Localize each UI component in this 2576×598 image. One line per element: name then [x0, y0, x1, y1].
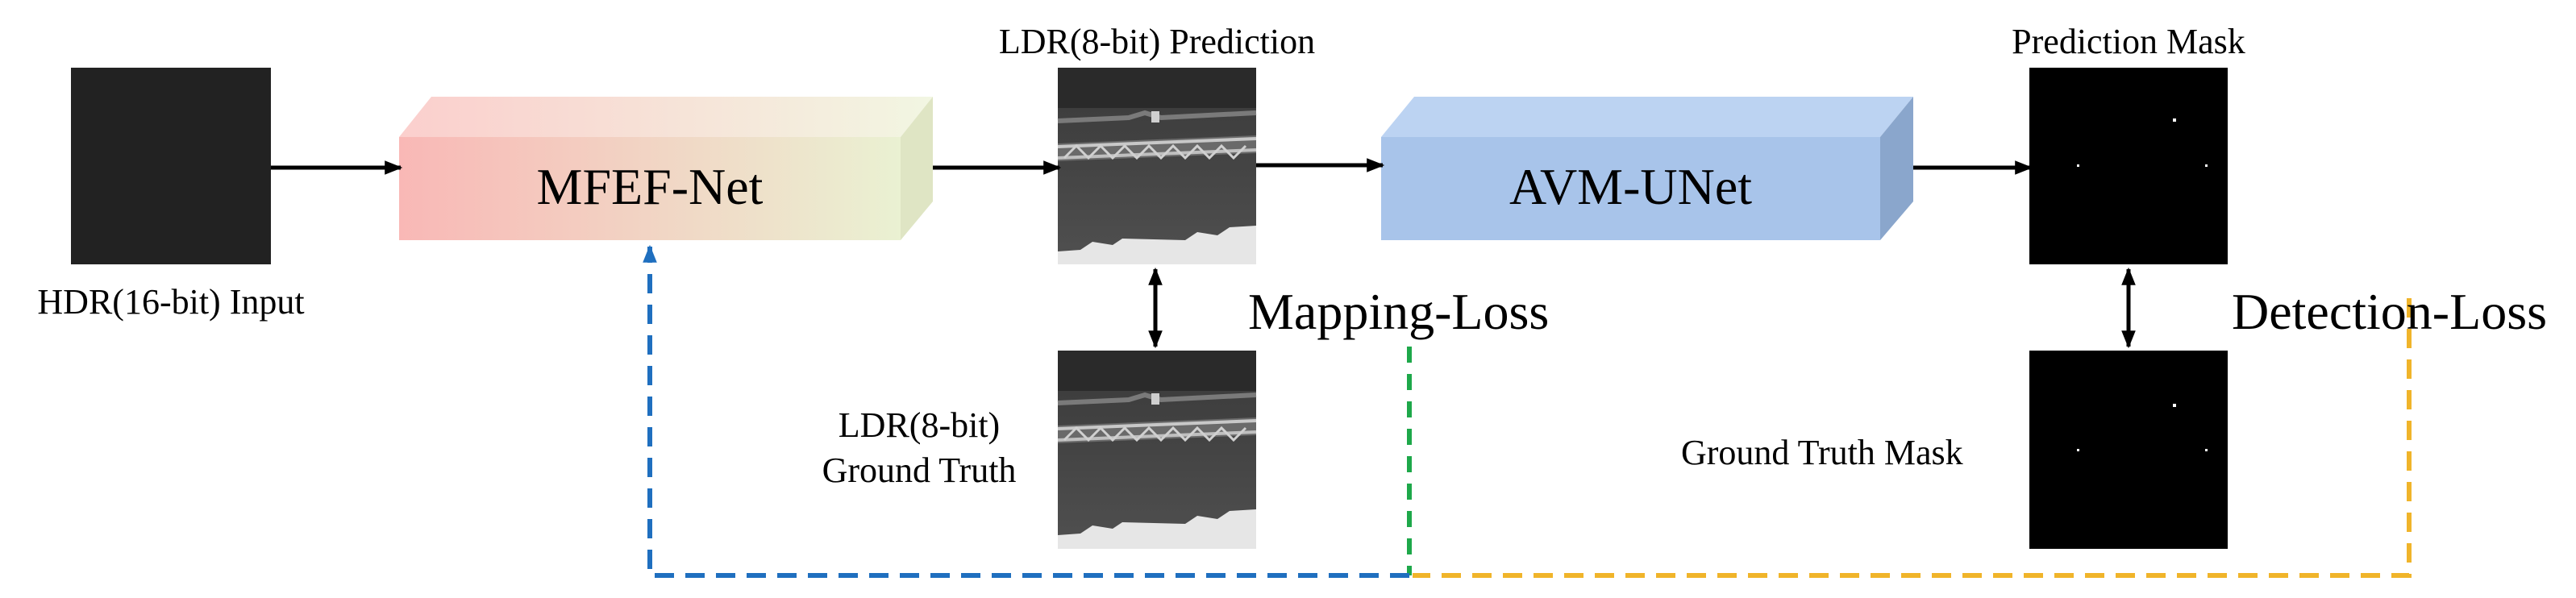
- backprop-dashed-path: [643, 244, 1409, 578]
- mfef-net-label: MFEF-Net: [536, 158, 764, 215]
- ldr-ground-truth-label: LDR(8-bit) Ground Truth: [822, 405, 1017, 491]
- mapping-loss-label: Mapping-Loss: [1248, 283, 1550, 340]
- mfef-net-block: [399, 97, 933, 240]
- ldr-prediction-image: [1057, 68, 1257, 264]
- avm-unet-block: [1381, 97, 1913, 240]
- avm-unet-label: AVM-UNet: [1509, 158, 1753, 215]
- ldr-ground-truth-image: [1057, 351, 1257, 549]
- ground-truth-mask-label: Ground Truth Mask: [1681, 433, 1963, 472]
- detection-loss-dashed-path: [1413, 298, 2412, 578]
- ldr-prediction-label: LDR(8-bit) Prediction: [998, 22, 1316, 61]
- hdr-input-image: [71, 68, 271, 264]
- prediction-mask-image: [2029, 68, 2228, 264]
- hdr-input-label: HDR(16-bit) Input: [37, 282, 305, 322]
- detection-loss-label: Detection-Loss: [2232, 283, 2547, 340]
- ground-truth-mask-image: [2029, 351, 2228, 549]
- prediction-mask-label: Prediction Mask: [2012, 22, 2245, 61]
